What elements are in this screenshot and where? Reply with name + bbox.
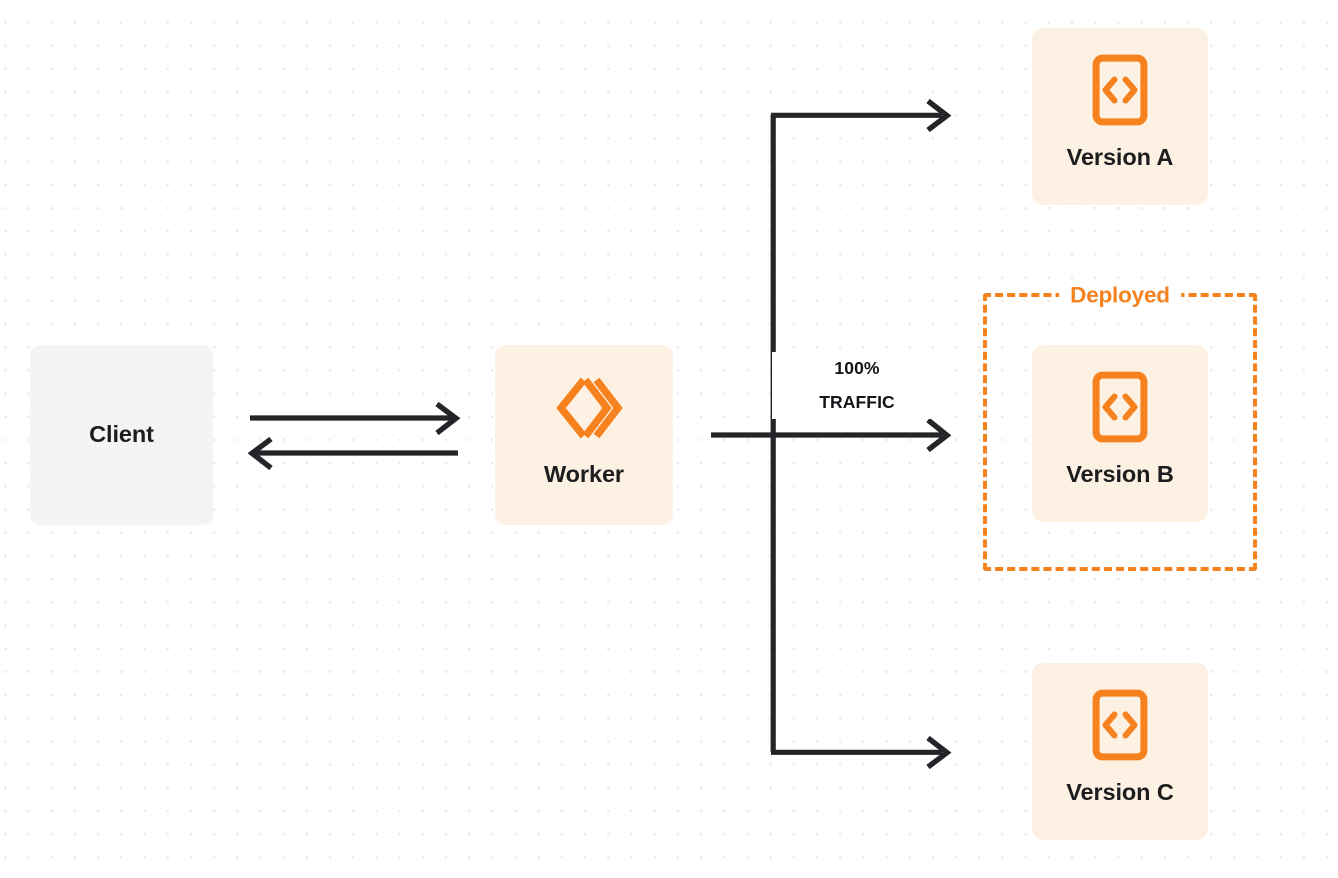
code-file-icon: [1092, 371, 1148, 443]
traffic-label: 100% TRAFFIC: [772, 352, 942, 420]
node-version-c[interactable]: Version C: [1032, 663, 1208, 840]
node-version-a-label: Version A: [1066, 144, 1174, 170]
arrow-client-to-worker: [250, 401, 461, 436]
arrow-worker-to-client: [247, 436, 458, 471]
code-file-icon: [1092, 689, 1148, 761]
node-version-a[interactable]: Version A: [1032, 28, 1208, 205]
traffic-percent: 100%: [834, 358, 880, 378]
traffic-caption: TRAFFIC: [819, 391, 895, 412]
arrow-worker-to-version-a: [771, 98, 952, 133]
node-version-b-label: Version B: [1066, 461, 1174, 487]
node-client[interactable]: Client: [30, 345, 213, 525]
node-worker[interactable]: Worker: [495, 345, 673, 525]
node-worker-label: Worker: [544, 461, 624, 487]
node-client-label: Client: [89, 421, 154, 448]
workers-logo-icon: [545, 369, 623, 447]
deployed-group-boundary: Deployed: [983, 284, 1257, 571]
node-version-c-label: Version C: [1066, 779, 1174, 805]
arrow-worker-to-version-b: [711, 417, 952, 453]
arrow-worker-to-version-c: [771, 735, 952, 770]
code-file-icon: [1092, 54, 1148, 126]
node-version-b[interactable]: Version B: [1032, 345, 1208, 522]
deployed-group-label: Deployed: [1059, 284, 1181, 307]
